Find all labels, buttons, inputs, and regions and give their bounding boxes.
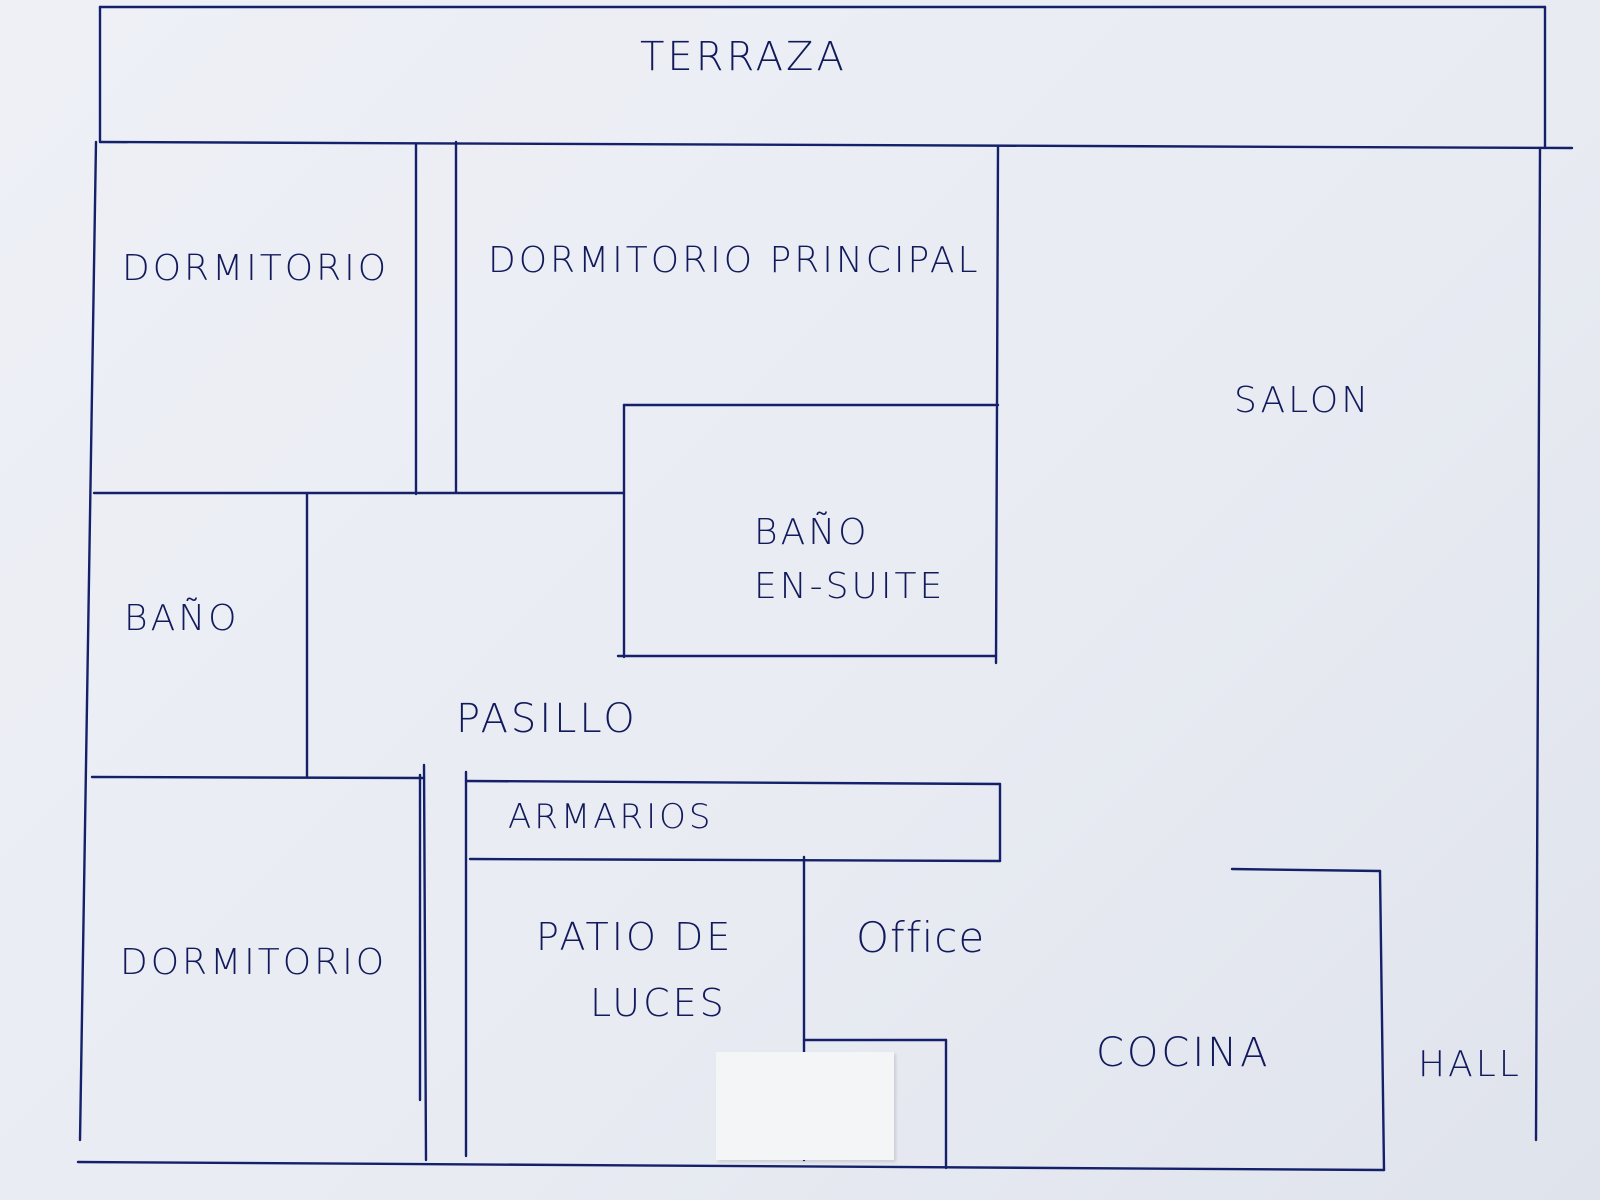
room-label-hall: HALL [1418, 1044, 1522, 1085]
room-label-cocina: COCINA [1096, 1030, 1271, 1076]
room-label-patio-2: LUCES [590, 981, 727, 1025]
room-label-pasillo: PASILLO [456, 696, 638, 742]
room-label-dormitorio-bottom: DORMITORIO [120, 942, 388, 983]
room-label-bano: BAÑO [124, 598, 240, 639]
room-label-dormitorio-top: DORMITORIO [122, 248, 390, 289]
room-label-armarios: ARMARIOS [508, 797, 714, 837]
room-label-salon: SALON [1234, 380, 1372, 421]
room-label-terraza: TERRAZA [640, 34, 847, 80]
room-label-patio-1: PATIO DE [536, 915, 734, 959]
room-label-bano-en-suite-1: BAÑO [754, 512, 870, 553]
room-label-office: Office [856, 913, 986, 962]
room-label-bano-en-suite-2: EN-SUITE [754, 566, 946, 607]
room-label-dormitorio-principal: DORMITORIO PRINCIPAL [488, 240, 981, 281]
paper-patch [716, 1052, 894, 1160]
